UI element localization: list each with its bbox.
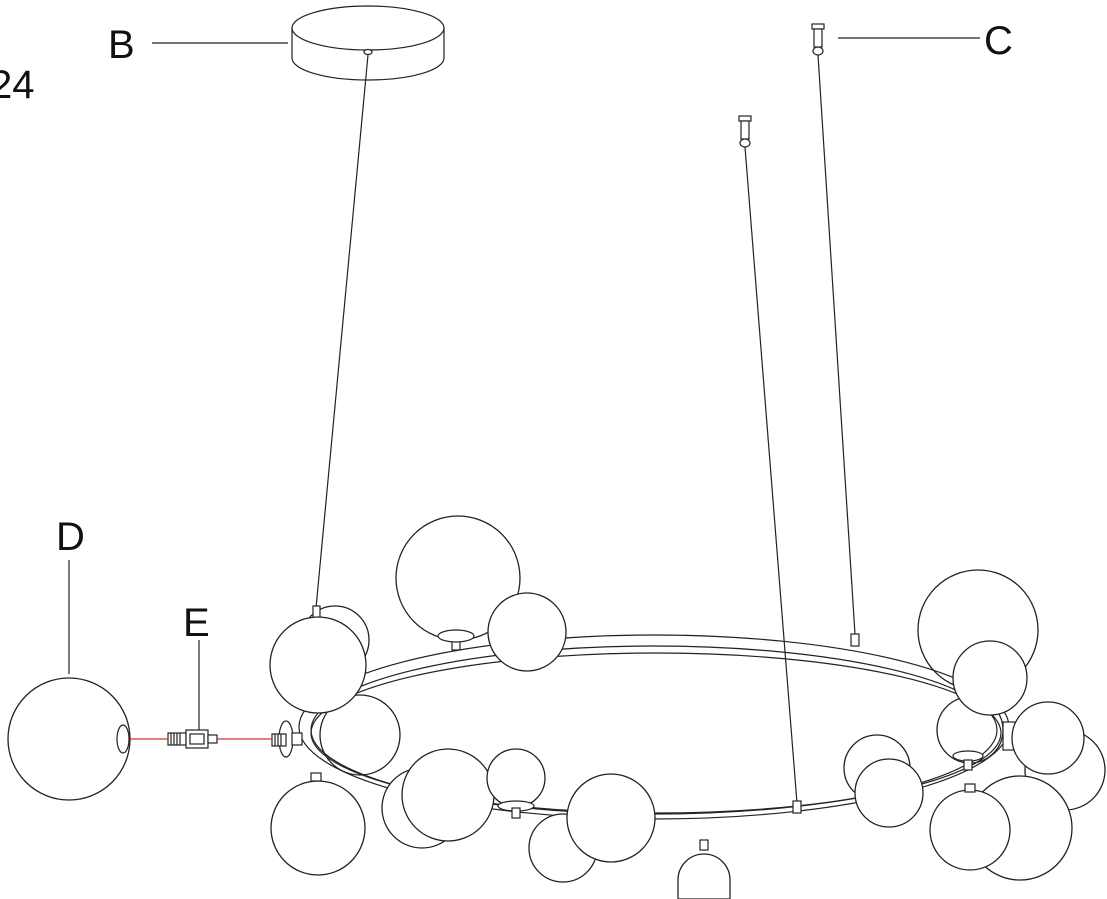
canopy [291, 5, 445, 81]
socket-mount [271, 720, 303, 758]
label-c: C [984, 19, 1013, 63]
suspension-cable-1 [315, 54, 369, 609]
ceiling-anchor-right [811, 23, 825, 56]
bulb-holder [167, 729, 218, 749]
glass-globe [7, 677, 131, 801]
label-b: B [108, 23, 135, 67]
label-d: D [56, 515, 85, 559]
globes-front [269, 592, 1085, 899]
suspension-cable-3 [744, 146, 798, 804]
label-e: E [183, 601, 210, 645]
page-number-fragment: 24 [0, 63, 35, 107]
ceiling-anchor-left [738, 115, 752, 148]
suspension-cable-2 [817, 54, 856, 635]
